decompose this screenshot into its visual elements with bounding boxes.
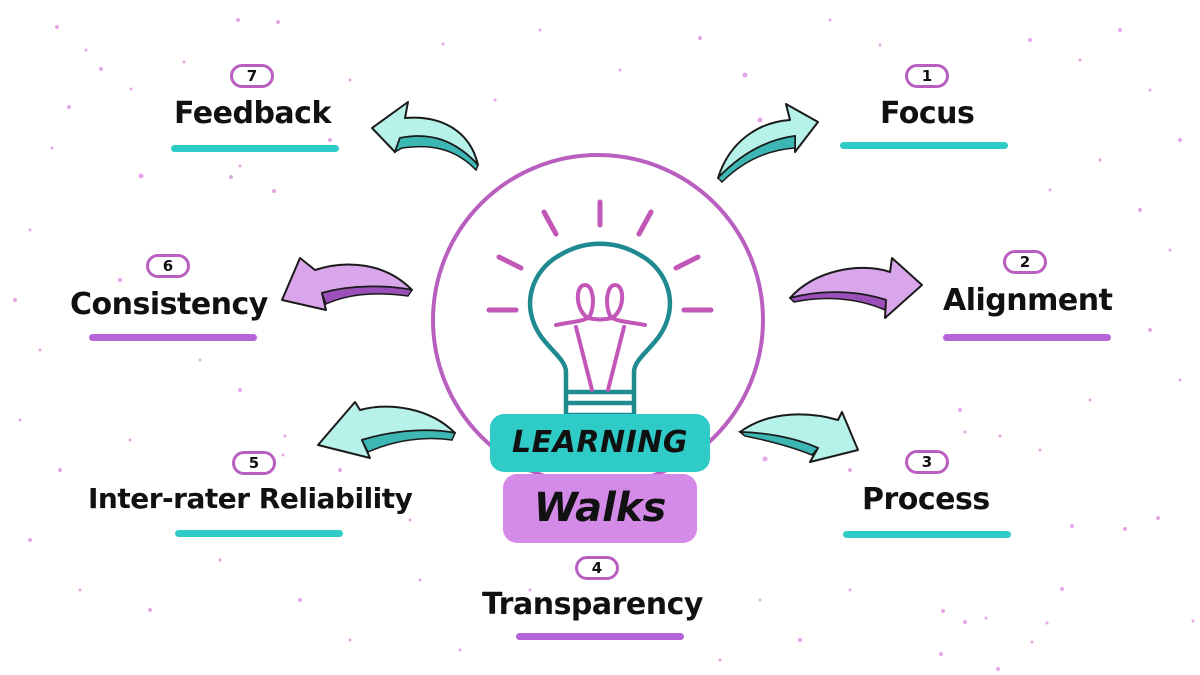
label-feedback: Feedback (174, 96, 331, 131)
lightbulb-icon (486, 199, 714, 418)
arrow-process (737, 411, 859, 463)
arrow-alignment (788, 257, 923, 319)
badge-1: 1 (905, 64, 949, 88)
underline-consistency (89, 334, 257, 341)
badge-4: 4 (575, 556, 619, 580)
title-walks: Walks (533, 485, 667, 531)
arrow-focus (716, 103, 819, 184)
title-learning: LEARNING (512, 425, 688, 460)
badge-7: 7 (230, 64, 274, 88)
label-focus: Focus (880, 96, 975, 131)
arrow-inter-rater (317, 401, 457, 459)
label-inter-rater-reliability: Inter-rater Reliability (88, 482, 413, 515)
underline-focus (840, 142, 1008, 149)
arrow-consistency (281, 257, 414, 311)
underline-alignment (943, 334, 1111, 341)
label-alignment: Alignment (943, 283, 1113, 318)
title-learning-box: LEARNING (490, 414, 710, 472)
speckle-dots (13, 18, 1195, 671)
underline-feedback (171, 145, 339, 152)
label-process: Process (862, 482, 990, 517)
badge-2: 2 (1003, 250, 1047, 274)
arrow-feedback (371, 101, 479, 172)
label-consistency: Consistency (70, 287, 268, 322)
underline-transparency (516, 633, 684, 640)
title-walks-box: Walks (503, 474, 697, 543)
badge-5: 5 (232, 451, 276, 475)
badge-6: 6 (146, 254, 190, 278)
badge-3: 3 (905, 450, 949, 474)
label-transparency: Transparency (482, 587, 703, 622)
underline-process (843, 531, 1011, 538)
underline-inter-rater-reliability (175, 530, 343, 537)
